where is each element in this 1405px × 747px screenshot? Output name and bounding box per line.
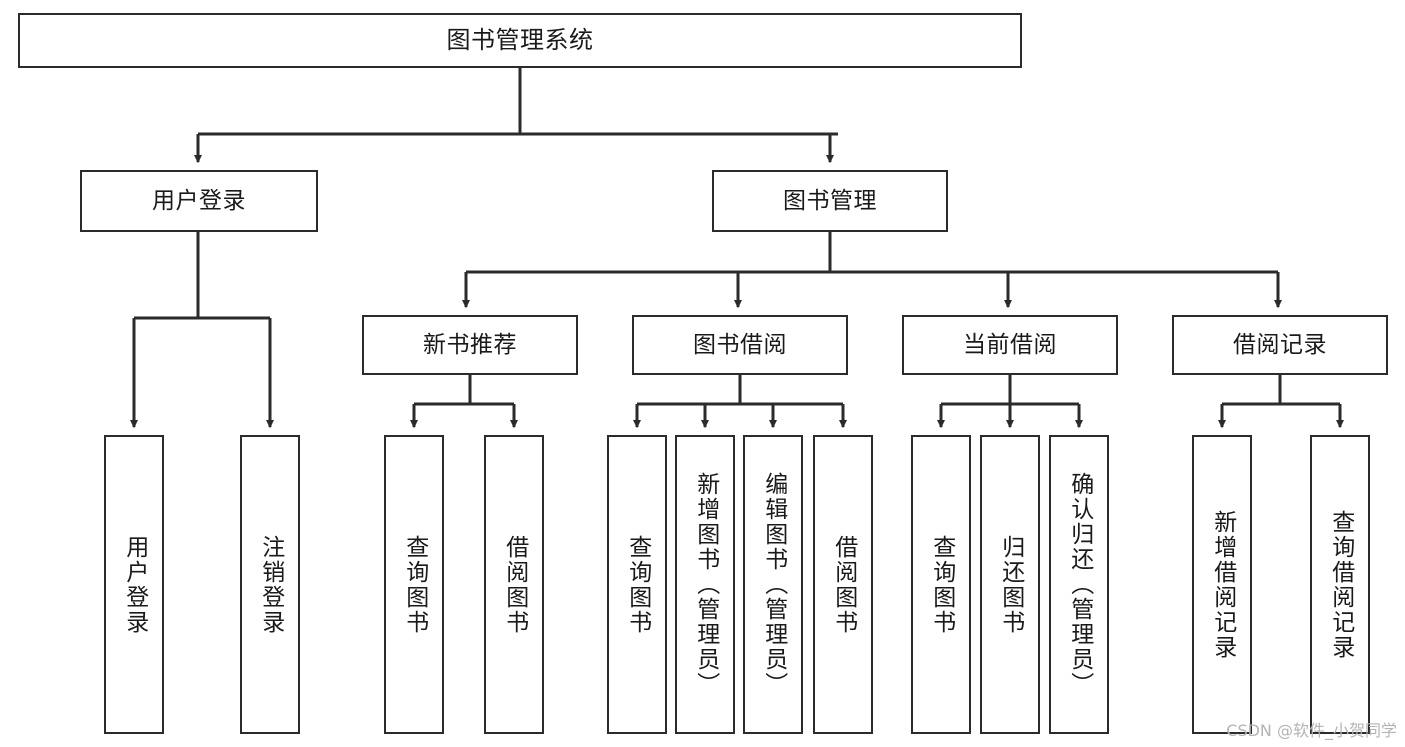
node-new-book-recommend[interactable]: 新书推荐 bbox=[362, 315, 578, 375]
node-label: 图书管理 bbox=[783, 187, 877, 214]
node-label: 注销登录 bbox=[257, 534, 284, 635]
node-book-borrow[interactable]: 图书借阅 bbox=[632, 315, 848, 375]
node-label: 新增借阅记录 bbox=[1209, 509, 1236, 660]
watermark: CSDN @软件_小贺同学 bbox=[1226, 721, 1397, 740]
node-label: 借阅图书 bbox=[830, 534, 857, 635]
node-root-system[interactable]: 图书管理系统 bbox=[18, 13, 1022, 68]
node-label: 查询图书 bbox=[624, 534, 651, 635]
node-label: 归还图书 bbox=[997, 534, 1024, 635]
node-label: 借阅记录 bbox=[1233, 331, 1327, 358]
node-label: 用户登录 bbox=[121, 534, 148, 635]
node-book-management[interactable]: 图书管理 bbox=[712, 170, 948, 232]
node-current-borrow[interactable]: 当前借阅 bbox=[902, 315, 1118, 375]
node-label: 新书推荐 bbox=[423, 331, 517, 358]
leaf-user-login[interactable]: 用户登录 bbox=[104, 435, 164, 734]
leaf-query-book-borrow[interactable]: 查询图书 bbox=[607, 435, 667, 734]
leaf-return-book[interactable]: 归还图书 bbox=[980, 435, 1040, 734]
leaf-query-borrow-record[interactable]: 查询借阅记录 bbox=[1310, 435, 1370, 734]
node-label: 新增图书（管理员） bbox=[692, 472, 719, 697]
node-label: 图书借阅 bbox=[693, 331, 787, 358]
leaf-logout[interactable]: 注销登录 bbox=[240, 435, 300, 734]
leaf-add-book-admin[interactable]: 新增图书（管理员） bbox=[675, 435, 735, 734]
node-user-login[interactable]: 用户登录 bbox=[80, 170, 318, 232]
leaf-borrow-book[interactable]: 借阅图书 bbox=[813, 435, 873, 734]
node-label: 用户登录 bbox=[152, 187, 246, 214]
leaf-confirm-return-admin[interactable]: 确认归还（管理员） bbox=[1049, 435, 1109, 734]
node-label: 确认归还（管理员） bbox=[1066, 472, 1093, 697]
node-label: 查询图书 bbox=[401, 534, 428, 635]
node-label: 借阅图书 bbox=[501, 534, 528, 635]
leaf-add-borrow-record[interactable]: 新增借阅记录 bbox=[1192, 435, 1252, 734]
node-borrow-record[interactable]: 借阅记录 bbox=[1172, 315, 1388, 375]
node-label: 查询图书 bbox=[928, 534, 955, 635]
node-label: 查询借阅记录 bbox=[1327, 509, 1354, 660]
leaf-query-book-current[interactable]: 查询图书 bbox=[911, 435, 971, 734]
node-label: 当前借阅 bbox=[963, 331, 1057, 358]
node-label: 编辑图书（管理员） bbox=[760, 472, 787, 697]
leaf-borrow-book-recommend[interactable]: 借阅图书 bbox=[484, 435, 544, 734]
node-label: 图书管理系统 bbox=[446, 25, 594, 54]
leaf-edit-book-admin[interactable]: 编辑图书（管理员） bbox=[743, 435, 803, 734]
leaf-query-book-recommend[interactable]: 查询图书 bbox=[384, 435, 444, 734]
